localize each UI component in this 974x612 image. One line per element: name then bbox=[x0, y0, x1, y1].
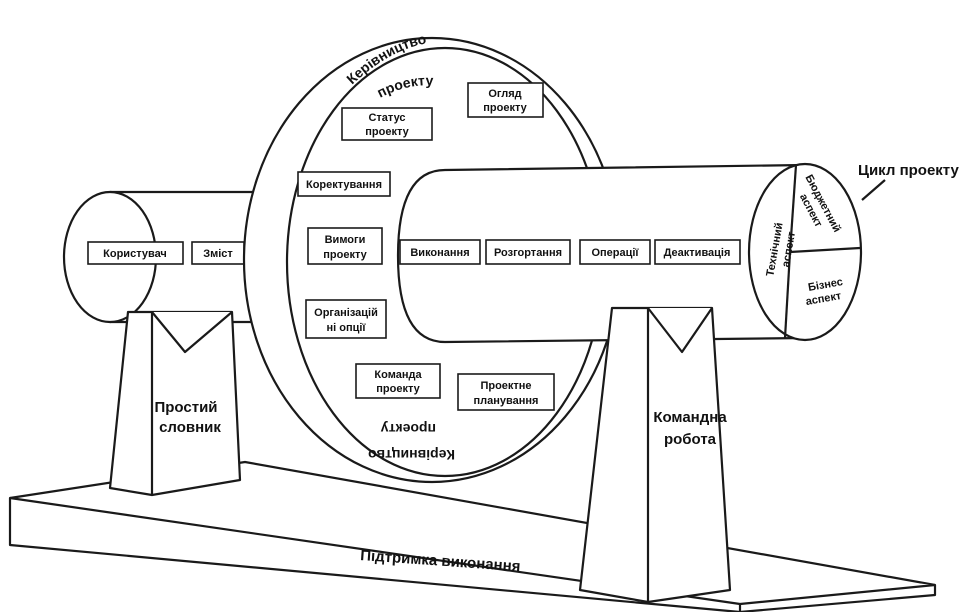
operations-box bbox=[579, 239, 651, 265]
review-box bbox=[467, 82, 544, 118]
left-cylinder bbox=[62, 190, 264, 324]
right-stand-label-1: Командна bbox=[653, 409, 727, 426]
execution-box bbox=[399, 239, 481, 265]
execution-label: Виконання bbox=[410, 247, 469, 259]
review-box-l1: Огляд bbox=[488, 88, 521, 100]
team-box bbox=[355, 363, 441, 399]
status-box-l2: проекту bbox=[365, 126, 409, 138]
adjust-box bbox=[297, 171, 391, 197]
status-box-l1: Статус bbox=[368, 112, 405, 124]
left-stand bbox=[108, 310, 242, 497]
operations-label: Операції bbox=[591, 247, 639, 259]
deactivation-label: Деактивація bbox=[664, 247, 731, 259]
status-box bbox=[341, 107, 433, 141]
content-box-label: Зміст bbox=[203, 248, 233, 260]
org-box-l1: Організацій bbox=[314, 307, 378, 319]
right-cylinder bbox=[396, 163, 807, 344]
cycle-end-face bbox=[747, 162, 863, 342]
org-options-box bbox=[305, 299, 387, 339]
team-box-l1: Команда bbox=[374, 369, 422, 381]
org-box-l2: ні опції bbox=[326, 322, 366, 334]
user-box bbox=[87, 241, 184, 265]
req-box-l2: проекту bbox=[323, 249, 367, 261]
deactivation-box bbox=[654, 239, 741, 265]
left-stand-label-1: Простий bbox=[154, 399, 217, 416]
adjust-box-l1: Коректування bbox=[306, 179, 382, 191]
requirements-box bbox=[307, 227, 383, 265]
cycle-label: Цикл проекту bbox=[858, 162, 960, 179]
user-box-label: Користувач bbox=[103, 248, 167, 260]
disc-bottom-label-2: проекту bbox=[380, 421, 436, 437]
review-box-l2: проекту bbox=[483, 102, 527, 114]
plan-box-l1: Проектне bbox=[480, 380, 531, 392]
deployment-box bbox=[485, 239, 571, 265]
disc-bottom-label-1: Керівництво bbox=[368, 447, 455, 463]
right-stand bbox=[578, 306, 732, 604]
team-box-l2: проекту bbox=[376, 383, 420, 395]
plan-box-l2: планування bbox=[474, 395, 539, 407]
planning-box bbox=[457, 373, 555, 411]
req-box-l1: Вимоги bbox=[325, 234, 366, 246]
cycle-pointer bbox=[861, 179, 886, 201]
right-stand-label-2: робота bbox=[664, 431, 717, 448]
left-stand-label-2: словник bbox=[159, 419, 221, 436]
deployment-label: Розгортання bbox=[494, 247, 562, 259]
